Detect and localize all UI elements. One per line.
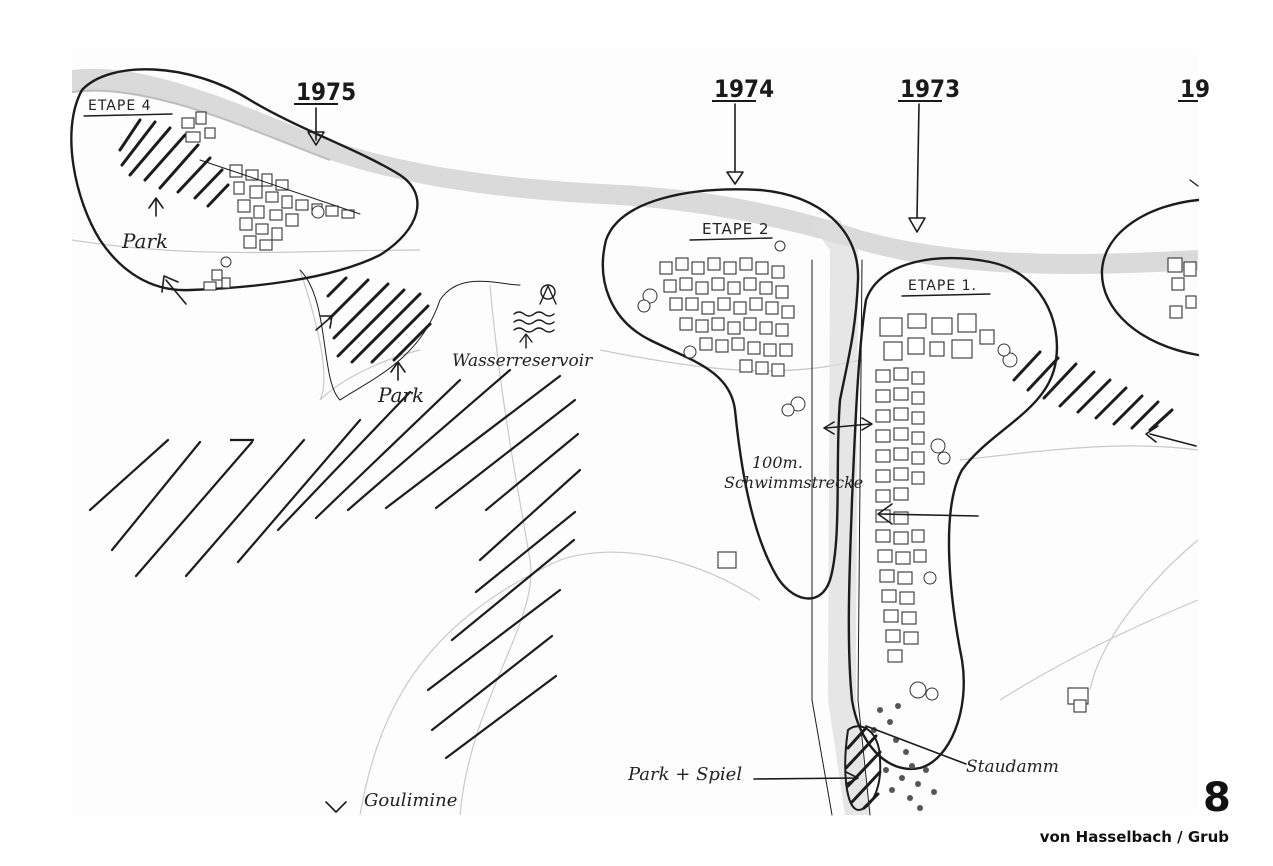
- year-marker-cut: 19: [1178, 75, 1210, 187]
- goulimine-label: Goulimine: [364, 790, 457, 811]
- canal-edge-east: [857, 259, 871, 816]
- stage-boundary: [601, 188, 860, 600]
- water-reservoir-symbol: [513, 284, 557, 349]
- arrow-left-icon: [823, 421, 835, 435]
- stage-boundary: [1100, 198, 1200, 357]
- stage-etape-2: ETAPE 2: [601, 188, 860, 600]
- arrow-down-icon: [1189, 179, 1199, 187]
- arrow-right-icon: [845, 771, 859, 785]
- arrow-left-icon: [877, 503, 893, 525]
- site-roads: [71, 239, 1199, 816]
- stage-next-cut: [1100, 198, 1200, 357]
- arrow-icon: [319, 315, 333, 329]
- arrow-left-icon: [1145, 425, 1159, 443]
- arrow-down-icon: [726, 171, 744, 185]
- year-label: 1974: [714, 75, 774, 103]
- swim-distance-label: Schwimmstrecke: [724, 473, 863, 492]
- arrow-up-icon: [148, 197, 164, 209]
- year-marker-1974: 1974: [712, 75, 774, 185]
- year-marker-1973: 1973: [898, 75, 960, 233]
- year-label: 1975: [296, 78, 356, 106]
- settlement-cluster: [181, 111, 361, 291]
- hatched-park-area-central: [326, 276, 432, 364]
- swim-distance-label: 100m.: [752, 453, 803, 472]
- stage-label: ETAPE 1.: [908, 278, 977, 294]
- settlement-cluster: [875, 313, 1018, 701]
- direction-chevron-icon: [325, 801, 347, 813]
- tree-planting: [871, 703, 937, 811]
- stage-label: ETAPE 2: [702, 220, 770, 238]
- stage-etape-4: ETAPE 4: [70, 68, 419, 305]
- settlement-cluster: [637, 240, 806, 417]
- hatched-park-area: [118, 118, 230, 208]
- reservoir-label: Wasserreservoir: [452, 351, 593, 371]
- author-credit: von Hasselbach / Grub: [1039, 828, 1229, 846]
- hatched-agriculture-field: [88, 368, 582, 760]
- outlying-building: [1073, 699, 1087, 713]
- park-label: Park: [121, 229, 168, 253]
- park-outline: [299, 269, 521, 401]
- arrow-up-icon: [519, 333, 533, 343]
- year-label: 1973: [900, 75, 960, 103]
- page-number: 8: [1203, 775, 1231, 821]
- river-band: [72, 68, 1198, 274]
- dam-label: Staudamm: [966, 757, 1059, 777]
- entry-arrow: [879, 513, 979, 517]
- arrow-down-icon: [307, 131, 325, 146]
- hatched-park-area-east: [1012, 350, 1174, 432]
- swim-distance-arrow: [825, 423, 871, 429]
- dam-line: [865, 725, 967, 765]
- canal: [808, 220, 870, 815]
- river-edge: [71, 89, 331, 161]
- stage-boundary: [847, 256, 1059, 771]
- stage-boundary: [70, 68, 419, 292]
- arrow-icon: [161, 275, 179, 293]
- canal-edge-west: [811, 259, 833, 816]
- arrow-down-icon: [908, 217, 926, 233]
- arrow-up-icon: [390, 361, 406, 373]
- stage-etape-1: ETAPE 1.: [847, 256, 1059, 771]
- year-label: 19: [1180, 75, 1210, 103]
- park-play-arrow: [753, 777, 857, 780]
- arrow-right-icon: [861, 417, 873, 431]
- stage-label: ETAPE 4: [88, 98, 152, 114]
- outlying-building: [717, 551, 737, 569]
- park-play-label: Park + Spiel: [627, 764, 742, 785]
- paper-background: [72, 50, 1198, 815]
